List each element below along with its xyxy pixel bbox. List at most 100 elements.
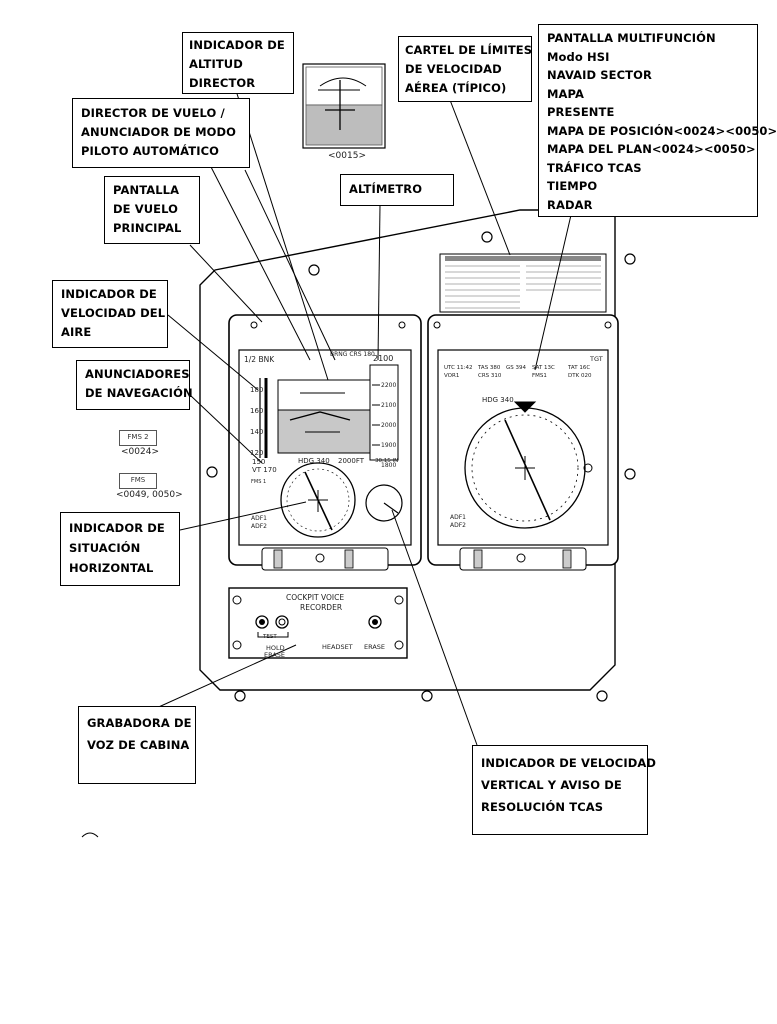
mfd-adf1: ADF1 bbox=[450, 514, 466, 521]
cvr-title-line2: RECORDER bbox=[300, 603, 343, 612]
callout-cockpit-voice-recorder: GRABADORA DE VOZ DE CABINA bbox=[78, 706, 196, 784]
callout-line: PANTALLA MULTIFUNCIÓN bbox=[547, 31, 716, 45]
callout-line: DE VELOCIDAD bbox=[405, 62, 502, 76]
mfd-compass-rose bbox=[464, 401, 593, 529]
callout-vsi-tcas: INDICADOR DE VELOCIDAD VERTICAL Y AVISO … bbox=[472, 745, 657, 835]
callout-altimeter: ALTÍMETRO bbox=[340, 174, 454, 206]
fms-ref-label: <0049, 0050> bbox=[116, 490, 183, 500]
callout-line: AIRE bbox=[61, 325, 92, 339]
callout-altitude-director: INDICADOR DE ALTITUD DIRECTOR bbox=[182, 32, 294, 94]
panel-screws bbox=[206, 231, 636, 702]
callout-line: INDICADOR DE bbox=[69, 521, 165, 535]
callout-hsi: INDICADOR DE SITUACIÓN HORIZONTAL bbox=[60, 512, 180, 586]
pfd-altitude-tape bbox=[369, 364, 399, 461]
callout-line: MAPA DE POSICIÓN<0024><0050> bbox=[547, 123, 777, 138]
callout-line: RESOLUCIÓN TCAS bbox=[481, 800, 604, 814]
callout-line: DE VUELO bbox=[113, 202, 178, 216]
cvr-test-label: TEST bbox=[263, 634, 277, 640]
pfd-speed-ticks: 180 160 140 120 bbox=[250, 380, 263, 464]
pfd-baro: 30.15 IN bbox=[375, 458, 399, 464]
callout-speed-limits: CARTEL DE LÍMITES DE VELOCIDAD AÉREA (TÍ… bbox=[398, 36, 532, 102]
cvr-title-line1: COCKPIT VOICE bbox=[286, 593, 345, 602]
cvr-erase-hold-label: ERASE bbox=[264, 651, 286, 659]
mfd-sat: SAT 13C bbox=[532, 365, 555, 371]
callout-line: ALTÍMETRO bbox=[349, 182, 423, 196]
pfd-speed-sel: 150 bbox=[252, 458, 266, 466]
cvr-erase-label: ERASE bbox=[364, 643, 386, 651]
alt-tick: 2000 bbox=[381, 422, 397, 429]
callout-primary-flight-display: PANTALLA DE VUELO PRINCIPAL bbox=[104, 176, 200, 244]
pfd-alt-sel: 2000FT bbox=[338, 457, 364, 465]
mfd-vor: VOR1 bbox=[444, 373, 460, 379]
mfd-crs: CRS 310 bbox=[478, 373, 502, 379]
callout-line: ANUNCIADOR DE MODO bbox=[81, 125, 237, 139]
mfd-dtk: DTK 020 bbox=[568, 373, 592, 379]
callout-line: CARTEL DE LÍMITES bbox=[405, 43, 533, 57]
mfd-adf2: ADF2 bbox=[450, 522, 466, 529]
callout-line: MAPA bbox=[547, 86, 585, 101]
callout-line: NAVAID SECTOR bbox=[547, 68, 652, 82]
alt-tick: 2200 bbox=[381, 382, 397, 389]
callout-line: VELOCIDAD DEL bbox=[61, 306, 166, 320]
mfd-tat: TAT 16C bbox=[568, 365, 591, 371]
mfd-fms1: FMS1 bbox=[532, 373, 547, 379]
pfd-alt-readout: 2100 bbox=[373, 354, 394, 363]
callout-line: VERTICAL Y AVISO DE bbox=[481, 778, 622, 792]
callout-line: TRÁFICO TCAS bbox=[547, 160, 642, 175]
callout-line: INDICADOR DE VELOCIDAD bbox=[481, 756, 657, 770]
cvr-headset-label: HEADSET bbox=[322, 643, 353, 651]
pfd-bank-label: 1/2 BNK bbox=[244, 355, 275, 364]
mfd-bezel bbox=[427, 314, 619, 571]
callout-line: HORIZONTAL bbox=[69, 561, 154, 575]
alt-tick: 1800 bbox=[381, 462, 397, 469]
mfd-tgt: TGT bbox=[590, 355, 603, 363]
pfd-adf1: ADF1 bbox=[251, 515, 267, 522]
speed-tick: 120 bbox=[250, 449, 264, 457]
pfd-hsi-dial bbox=[280, 462, 356, 538]
alt-tick: 2100 bbox=[381, 402, 397, 409]
speed-tick: 180 bbox=[250, 386, 264, 394]
callout-line: ALTITUD bbox=[189, 57, 243, 71]
fms2-ref-label: <0024> bbox=[121, 447, 159, 457]
callout-line: DE NAVEGACIÓN bbox=[85, 386, 193, 400]
pfd-attitude-indicator bbox=[277, 379, 375, 454]
callout-line: ANUNCIADORES bbox=[85, 367, 190, 381]
cvr-hold-label: HOLD bbox=[266, 644, 285, 652]
mfd-hdg: HDG 340 bbox=[482, 396, 514, 404]
callout-line: RADAR bbox=[547, 197, 593, 212]
pfd-alt-ticks: 2200 2100 2000 1900 1800 bbox=[381, 376, 396, 476]
callout-line: INDICADOR DE bbox=[189, 38, 285, 52]
cvr-panel bbox=[228, 587, 408, 659]
pfd-vsi-dial bbox=[365, 484, 403, 522]
callout-nav-annunciators: ANUNCIADORES DE NAVEGACIÓN bbox=[76, 360, 193, 410]
inset-ref-label: <0015> bbox=[328, 151, 366, 161]
fms-box: FMS bbox=[119, 473, 157, 489]
mfd-utc: UTC 11:42 bbox=[444, 365, 473, 371]
callout-line: INDICADOR DE bbox=[61, 287, 157, 301]
speed-tick: 160 bbox=[250, 407, 264, 415]
callout-airspeed-indicator: INDICADOR DE VELOCIDAD DEL AIRE bbox=[52, 280, 168, 348]
callout-line: PANTALLA bbox=[113, 183, 180, 197]
callout-line: PRINCIPAL bbox=[113, 221, 182, 235]
pfd-hdg: HDG 340 bbox=[298, 457, 330, 465]
speed-tick: 140 bbox=[250, 428, 264, 436]
pfd-speed-tape bbox=[259, 378, 268, 458]
callout-line: VOZ DE CABINA bbox=[87, 738, 190, 752]
pfd-adf2: ADF2 bbox=[251, 523, 267, 530]
callout-multifunction-display: PANTALLA MULTIFUNCIÓN Modo HSI NAVAID SE… bbox=[538, 24, 777, 217]
alt-tick: 1900 bbox=[381, 442, 397, 449]
pfd-fms: FMS 1 bbox=[251, 479, 267, 485]
pfd-vt: VT 170 bbox=[252, 466, 277, 474]
callout-line: TIEMPO bbox=[547, 179, 598, 193]
callout-line: PRESENTE bbox=[547, 105, 615, 119]
callout-line: AÉREA (TÍPICO) bbox=[405, 81, 507, 95]
callout-line: DIRECTOR DE VUELO / bbox=[81, 106, 225, 120]
callout-line: DIRECTOR bbox=[189, 76, 256, 90]
callout-line: Modo HSI bbox=[547, 49, 610, 64]
callout-line: MAPA DEL PLAN<0024><0050> bbox=[547, 142, 756, 156]
pfd-mode-label: BRNG CRS 180 bbox=[330, 351, 375, 358]
callout-line: PILOTO AUTOMÁTICO bbox=[81, 144, 220, 158]
fms2-box: FMS 2 bbox=[119, 430, 157, 446]
